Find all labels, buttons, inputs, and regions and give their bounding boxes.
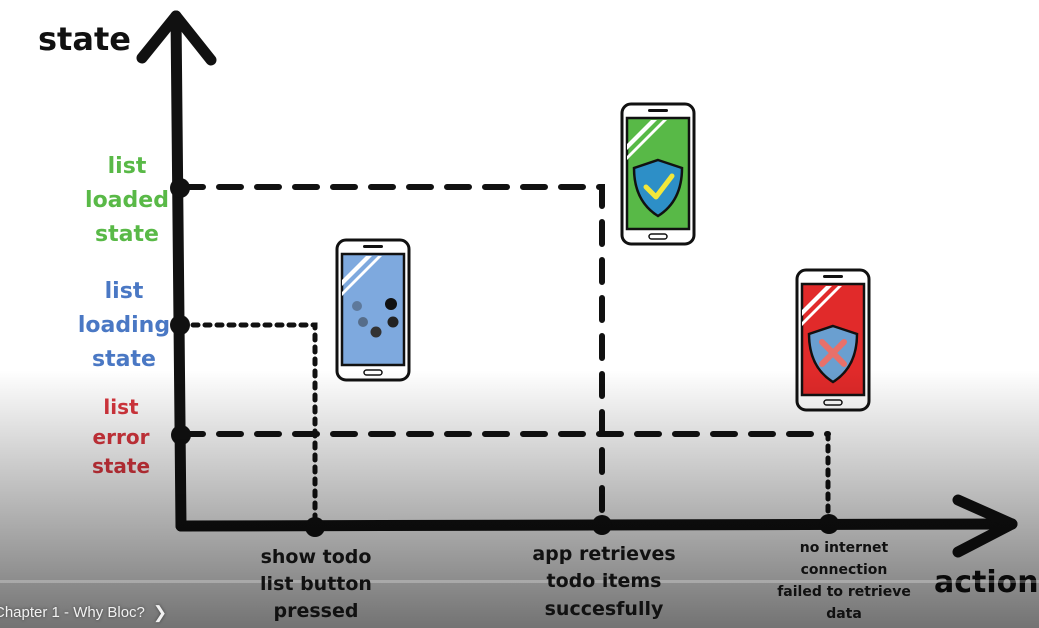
state-loaded-line-3: state — [95, 222, 159, 247]
action-1-line-1: show todo — [261, 546, 372, 568]
state-label-loaded: list loaded state — [85, 154, 169, 247]
chevron-right-icon: ❯ — [152, 602, 168, 622]
action-3-line-4: data — [826, 606, 862, 622]
action-2-line-1: app retrieves — [532, 543, 675, 565]
cross-shield-icon — [807, 324, 859, 384]
action-3-line-3: failed to retrieve — [777, 584, 911, 600]
state-loading-line-1: list — [105, 279, 144, 304]
phone-loading — [335, 238, 411, 382]
action-3-line-1: no internet — [800, 540, 889, 556]
y-axis-label: state — [38, 20, 131, 58]
action-label-2: app retrieves todo items succesfully — [532, 543, 675, 620]
chapter-segment-strip — [0, 580, 1039, 583]
loading-state-point — [170, 315, 190, 335]
chapter-title: Chapter 1 - Why Bloc? — [0, 603, 145, 621]
action-1-line-3: pressed — [274, 600, 359, 622]
y-axis-arrowhead — [136, 10, 217, 66]
state-loaded-line-1: list — [108, 154, 147, 179]
action-2-line-3: succesfully — [545, 598, 664, 620]
state-loading-line-2: loading — [78, 313, 170, 338]
action-label-3: no internet connection failed to retriev… — [777, 540, 911, 622]
loading-dots-icon — [352, 298, 399, 338]
action-3-line-2: connection — [801, 562, 888, 578]
state-loaded-line-2: loaded — [85, 188, 169, 213]
action-2-line-2: todo items — [547, 570, 662, 592]
chapter-button[interactable]: Chapter 1 - Why Bloc? ❯ — [0, 598, 167, 626]
state-label-loading: list loading state — [78, 279, 170, 372]
action-1-line-2: list button — [260, 573, 372, 595]
phone-loaded — [620, 102, 696, 246]
action-label-1: show todo list button pressed — [260, 546, 372, 622]
state-loading-line-3: state — [92, 347, 156, 372]
loaded-state-point — [170, 178, 190, 198]
player-gradient — [0, 370, 1039, 628]
check-shield-icon — [632, 158, 684, 218]
